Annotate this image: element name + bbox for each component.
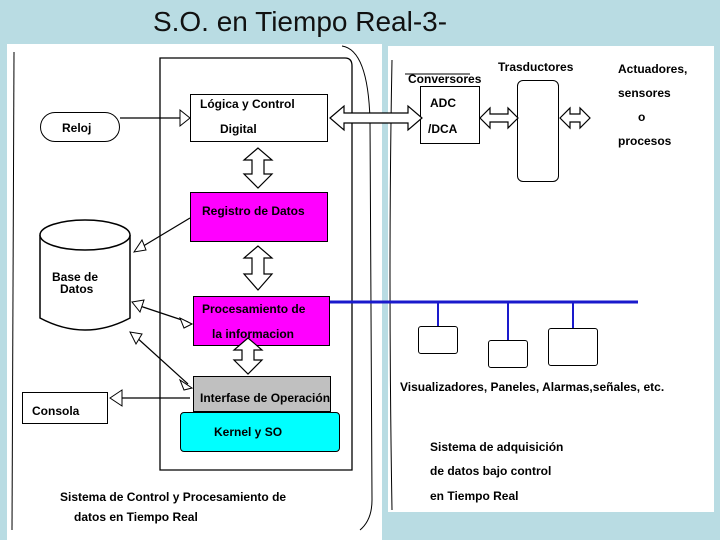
- logica-label-1: Lógica y Control: [200, 97, 295, 111]
- procesamiento-label-2: la informacion: [212, 327, 295, 341]
- reloj-label: Reloj: [62, 121, 92, 135]
- adc-label: ADC: [430, 96, 456, 110]
- interfase-label: Interfase de Operación: [200, 391, 331, 405]
- consola-label: Consola: [32, 404, 80, 418]
- visualizadores-label: Visualizadores, Paneles, Alarmas,señales…: [400, 380, 665, 394]
- actuadores-label-2: sensores: [618, 86, 671, 100]
- conversores-label: Conversores: [408, 72, 482, 86]
- reloj-box: [40, 112, 120, 142]
- right-caption-2: de datos bajo control: [430, 464, 552, 478]
- actuadores-label-3: o: [638, 110, 646, 124]
- display-box-3: [548, 328, 598, 366]
- display-box-1: [418, 326, 458, 354]
- right-panel: [388, 46, 714, 512]
- actuadores-label-1: Actuadores,: [618, 62, 688, 76]
- kernel-label: Kernel y SO: [214, 425, 283, 439]
- transductor-box: [517, 80, 559, 182]
- dca-label: /DCA: [428, 122, 458, 136]
- procesamiento-label-1: Procesamiento de: [202, 302, 306, 316]
- logica-label-2: Digital: [220, 122, 257, 136]
- base-datos-label-2: Datos: [60, 282, 94, 296]
- right-caption-3: en Tiempo Real: [430, 489, 519, 503]
- right-caption-1: Sistema de adquisición: [430, 440, 564, 454]
- consola-box: [22, 392, 108, 424]
- slide-title: S.O. en Tiempo Real-3-: [152, 6, 448, 37]
- left-caption-2: datos en Tiempo Real: [74, 510, 198, 524]
- transductores-label: Trasductores: [498, 60, 574, 74]
- display-box-2: [488, 340, 528, 368]
- actuadores-label-4: procesos: [618, 134, 672, 148]
- registro-label: Registro de Datos: [202, 204, 305, 218]
- left-caption-1: Sistema de Control y Procesamiento de: [60, 490, 287, 504]
- base-datos-label-1: Base de: [52, 270, 99, 284]
